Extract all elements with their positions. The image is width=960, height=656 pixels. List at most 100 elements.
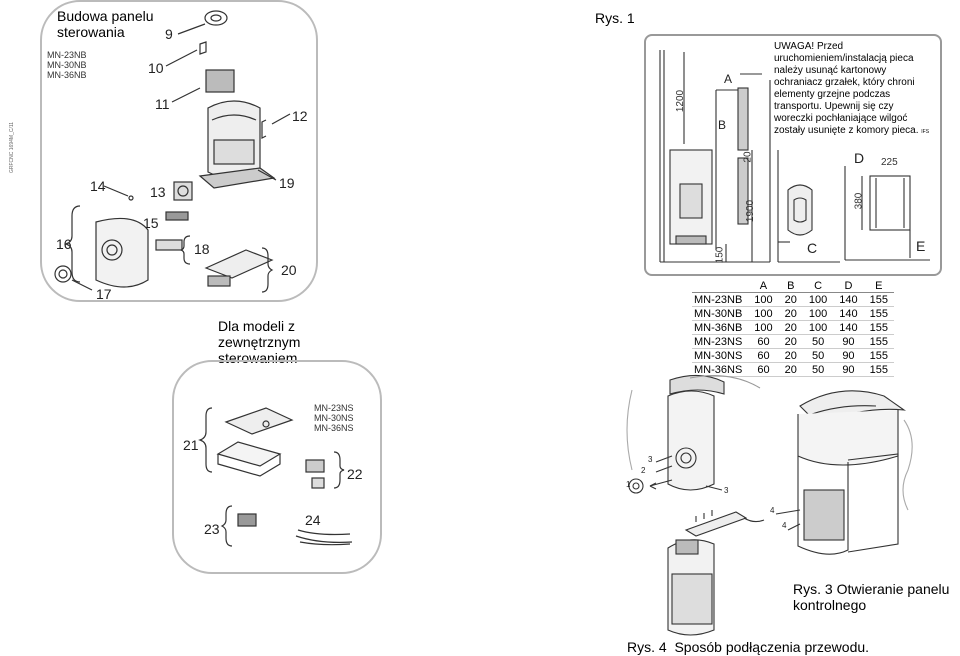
control-panel-title: Budowa panelu sterowania	[57, 8, 154, 40]
warning-line: elementy grzejne podczas	[774, 89, 891, 100]
step-4: 4	[770, 506, 775, 515]
part-number-21: 21	[183, 437, 199, 453]
dim-225: 225	[881, 157, 898, 168]
fig3-caption-line2: kontrolnego	[793, 597, 867, 613]
cell: 155	[869, 293, 888, 306]
cell: 60	[757, 349, 770, 362]
warning-line: zostały usunięte z komory pieca. IFS	[774, 125, 929, 138]
cell: 60	[757, 363, 770, 376]
warning-code: IFS	[921, 129, 930, 135]
cell: 20	[784, 349, 797, 362]
dim-letter-c: C	[807, 240, 818, 256]
control-panel-exploded-drawing	[54, 10, 291, 293]
table-header: B	[778, 279, 803, 293]
cell: 155	[869, 321, 888, 334]
warning-text: zostały usunięte z komory pieca.	[774, 125, 919, 136]
table-header-model	[692, 279, 749, 293]
table-header-row: A B C D E	[692, 279, 894, 293]
table-row: MN-30NS 60 20 50 90 155	[692, 349, 894, 363]
model-label: MN-30NB	[47, 60, 87, 70]
step-3: 3	[648, 455, 653, 464]
fig3-caption: Rys. 3 Otwieranie panelu kontrolnego	[793, 581, 949, 613]
part-number-17: 17	[96, 286, 112, 302]
control-panel-title-line2: sterowania	[57, 24, 125, 40]
fig1-title: Rys. 1	[595, 10, 635, 26]
external-caption-line1: Dla modeli z	[218, 318, 296, 334]
step-4b: 4	[782, 521, 787, 530]
fig3-caption-line1: Rys. 3 Otwieranie panelu	[793, 581, 950, 597]
dim-letter-d: D	[854, 150, 865, 166]
warning-line: należy usunąć kartonowy	[774, 65, 887, 76]
part-number-18: 18	[194, 241, 210, 257]
row-model: MN-30NS	[694, 349, 743, 362]
warning-line: woreczki pochłaniające wilgoć	[774, 113, 908, 124]
cell: 100	[808, 307, 828, 320]
model-label: MN-36NB	[47, 70, 87, 80]
table-row: MN-23NS 60 20 50 90 155	[692, 335, 894, 349]
control-panel-title-line1: Budowa panelu	[57, 8, 154, 24]
part-number-20: 20	[281, 262, 297, 278]
dim-letter-a: A	[724, 72, 733, 86]
table-header: A	[748, 279, 779, 293]
cell: 90	[842, 335, 855, 348]
control-panel-parts-frame	[40, 0, 318, 302]
dimension-table: A B C D E MN-23NB 100 20 100 140 155 MN-…	[692, 279, 894, 377]
part-number-11: 11	[155, 96, 170, 112]
model-label: MN-36NS	[314, 423, 354, 433]
cell: 20	[784, 307, 797, 320]
external-caption-line3: sterowaniem	[218, 350, 298, 366]
table-row: MN-23NB 100 20 100 140 155	[692, 293, 894, 307]
cell: 100	[808, 321, 828, 334]
cell: 50	[811, 363, 825, 376]
step-2: 2	[641, 466, 646, 475]
cell: 20	[784, 293, 797, 306]
part-number-12: 12	[292, 108, 308, 124]
warning-line: UWAGA! Przed	[774, 41, 844, 52]
cell: 140	[839, 321, 858, 334]
row-model: MN-36NB	[694, 321, 743, 334]
cell: 155	[869, 307, 888, 320]
cell: 90	[842, 349, 855, 362]
part-number-16: 16	[56, 236, 72, 252]
part-number-13: 13	[150, 184, 166, 200]
cell: 100	[754, 293, 773, 306]
fig1-warning: UWAGA! Przed uruchomieniem/instalacją pi…	[774, 41, 929, 138]
dim-letter-e: E	[916, 238, 926, 254]
cell: 20	[784, 363, 797, 376]
model-label: MN-30NS	[314, 413, 354, 423]
warning-line: transportu. Upewnij się czy	[774, 101, 894, 112]
external-control-caption: Dla modeli z zewnętrznym sterowaniem	[218, 318, 300, 366]
external-models: MN-23NS MN-30NS MN-36NS	[314, 403, 354, 433]
row-model: MN-30NB	[694, 307, 743, 320]
dim-letter-b: B	[718, 118, 727, 132]
row-model: MN-23NS	[694, 335, 743, 348]
cell: 90	[842, 363, 855, 376]
cell: 20	[784, 321, 797, 334]
cell: 140	[839, 293, 858, 306]
cell: 50	[811, 335, 825, 348]
fig4-caption: Rys. 4 Sposób podłączenia przewodu.	[627, 639, 870, 655]
model-label: MN-23NS	[314, 403, 354, 413]
fig1-frame	[644, 34, 942, 276]
table-header: E	[863, 279, 894, 293]
model-label: MN-23NB	[47, 50, 87, 60]
warning-line: ochraniacz grzałek, który chroni	[774, 77, 915, 88]
row-model: MN-23NB	[694, 293, 743, 306]
cell: 140	[839, 307, 858, 320]
table-row: MN-36NS 60 20 50 90 155	[692, 363, 894, 377]
step-1: 1	[626, 480, 631, 489]
row-model: MN-36NS	[694, 363, 743, 376]
cell: 50	[811, 349, 825, 362]
cell: 155	[869, 335, 888, 348]
external-control-parts-frame	[172, 360, 382, 574]
table-header: D	[833, 279, 864, 293]
part-number-22: 22	[347, 466, 363, 482]
control-panel-models: MN-23NB MN-30NB MN-36NB	[47, 50, 87, 80]
cell: 20	[784, 335, 797, 348]
part-number-14: 14	[90, 178, 106, 194]
external-caption-line2: zewnętrznym	[218, 334, 301, 350]
cell: 100	[754, 321, 773, 334]
